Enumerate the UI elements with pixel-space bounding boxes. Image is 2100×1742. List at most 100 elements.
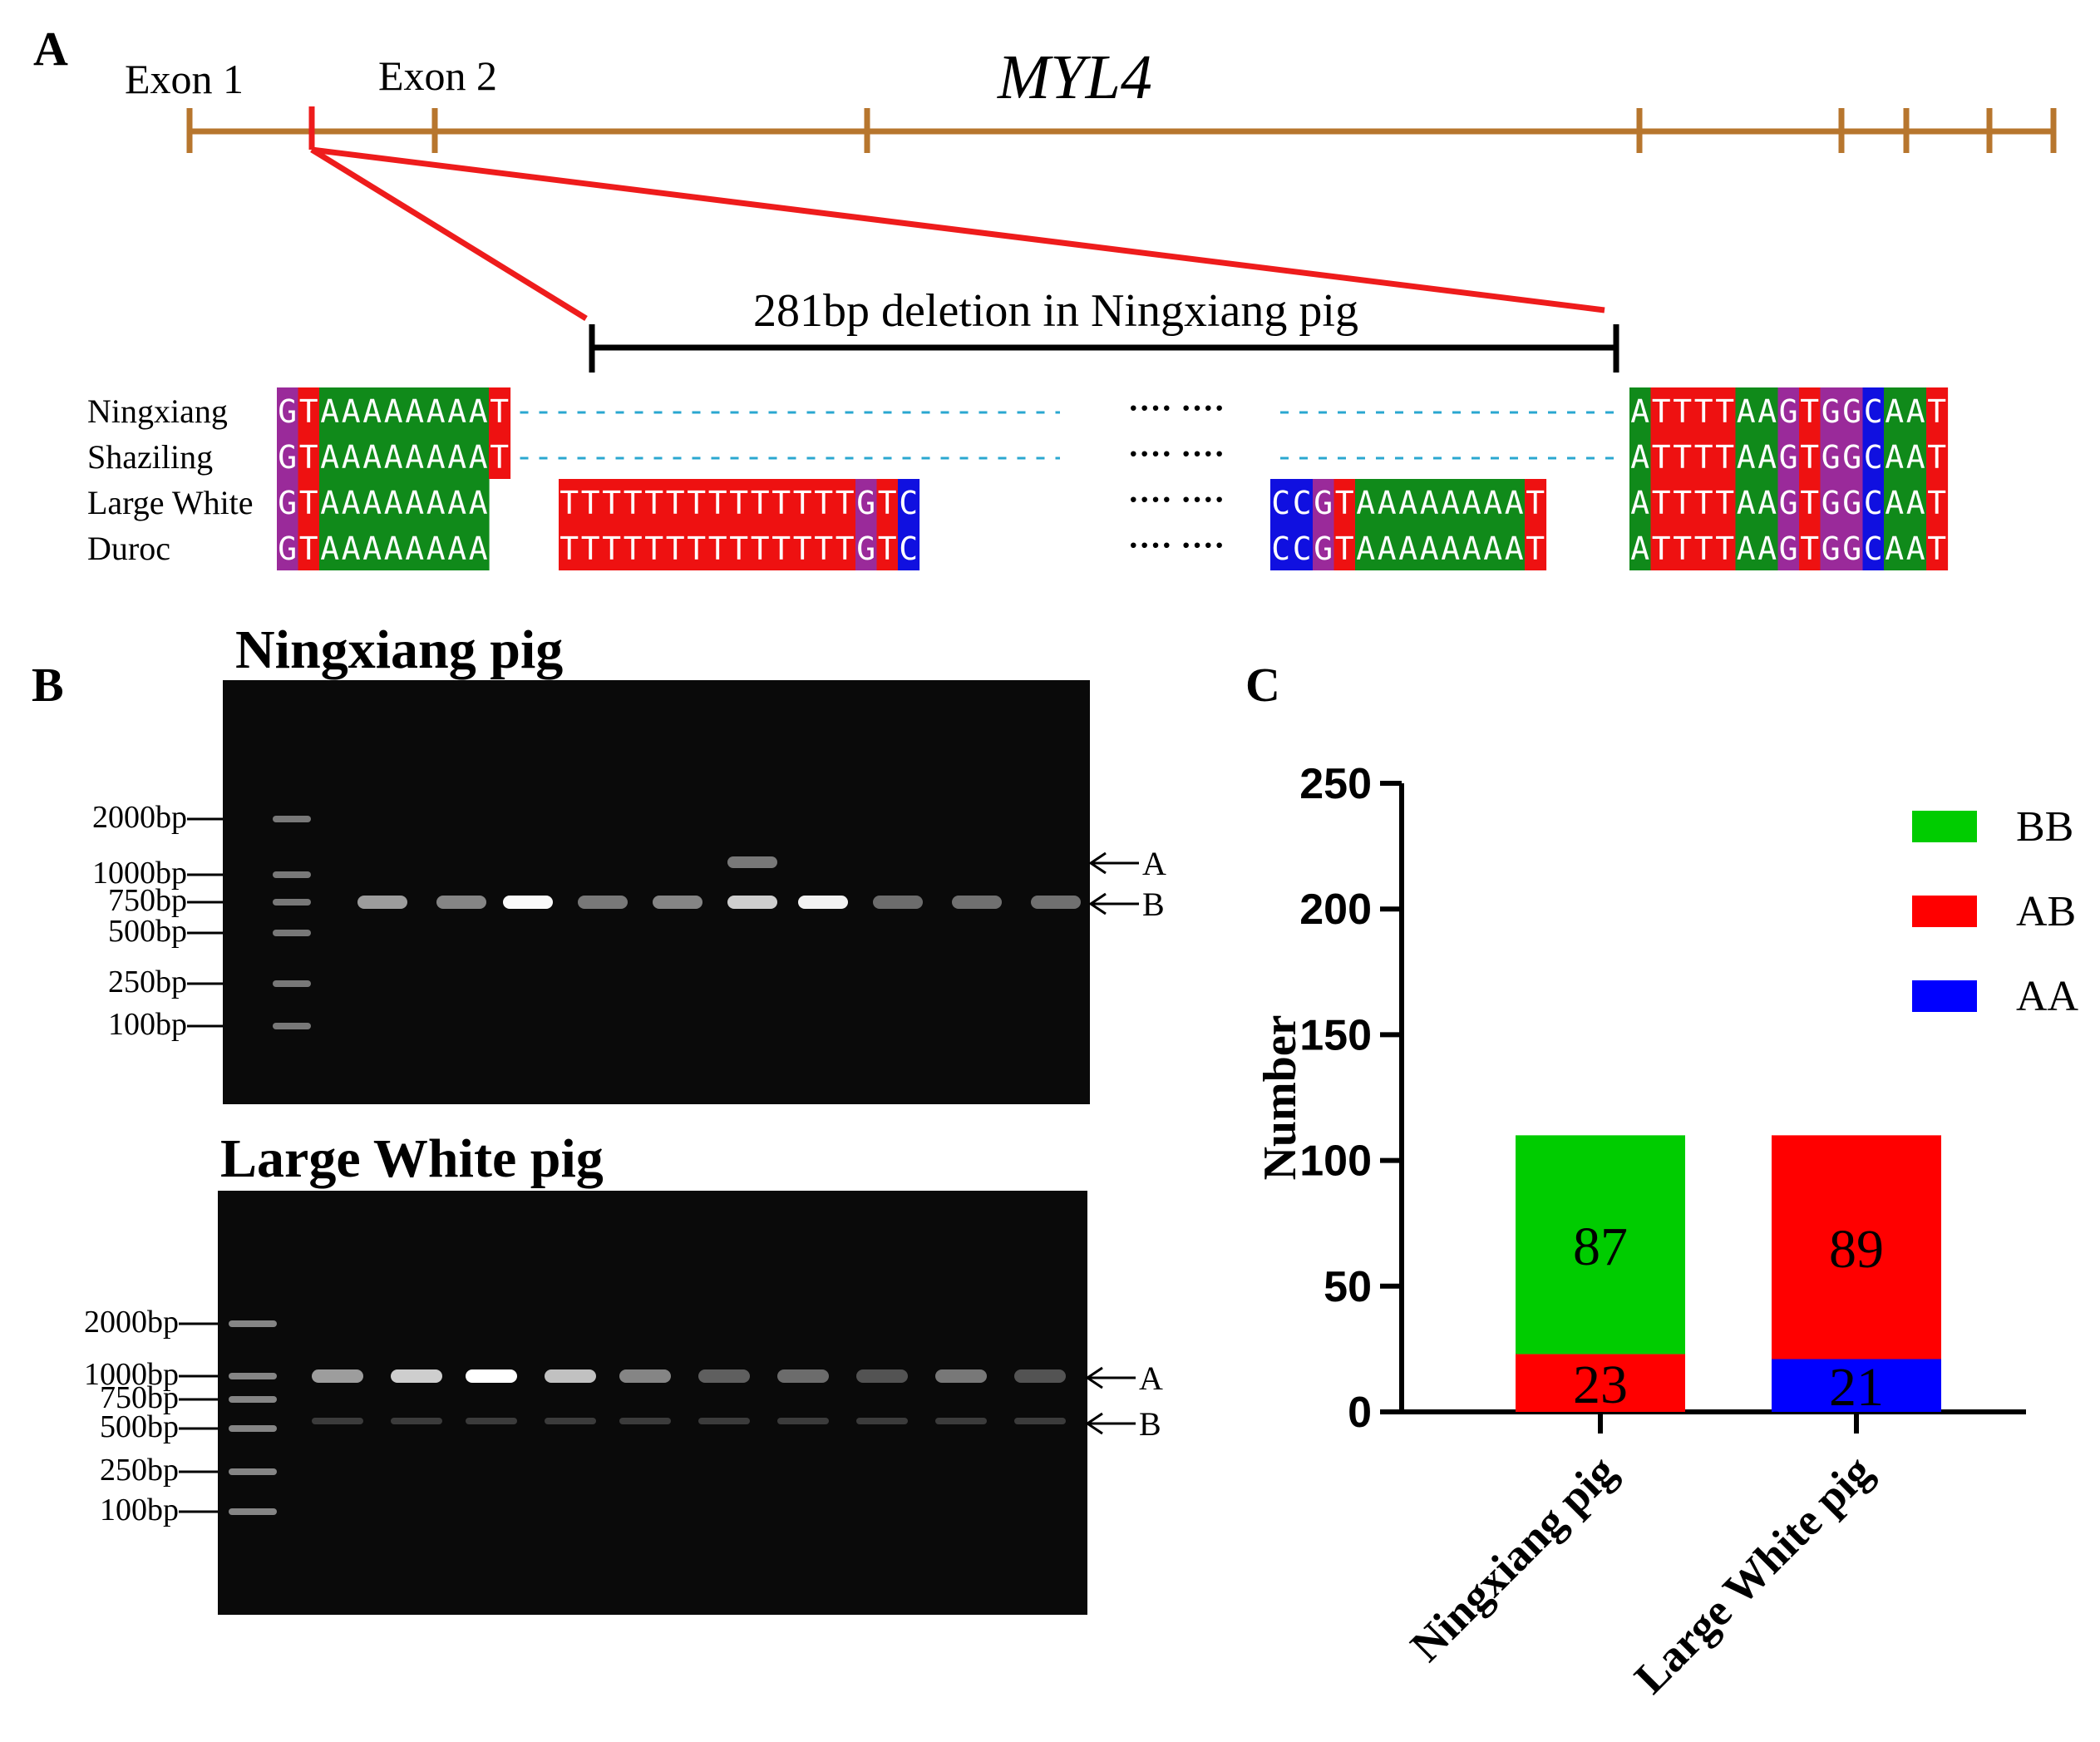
base-letter: A bbox=[342, 485, 361, 521]
base-letter: A bbox=[384, 530, 403, 567]
base-letter: A bbox=[1630, 485, 1649, 521]
panel-c-label: C bbox=[1245, 658, 1280, 712]
base-cell bbox=[1693, 479, 1715, 525]
base-letter: A bbox=[1356, 530, 1375, 567]
base-letter: T bbox=[299, 530, 318, 567]
base-letter: G bbox=[1314, 485, 1333, 521]
base-cell bbox=[1735, 433, 1757, 479]
base-cell bbox=[277, 387, 299, 433]
base-letter: A bbox=[405, 439, 424, 476]
base-cell bbox=[446, 479, 469, 525]
base-cell bbox=[277, 525, 299, 570]
base-letter: A bbox=[1737, 530, 1756, 567]
gel-band bbox=[312, 1369, 363, 1383]
gel-band bbox=[229, 1508, 277, 1515]
gel-band bbox=[229, 1425, 277, 1432]
panel-a-label: A bbox=[33, 22, 68, 76]
alignment-row-name: Duroc bbox=[87, 530, 170, 567]
base-letter: C bbox=[1864, 485, 1883, 521]
base-cell bbox=[1313, 525, 1335, 570]
bar-data-label: 21 bbox=[1829, 1357, 1884, 1418]
bar-segment bbox=[1516, 1135, 1685, 1355]
x-tick-label: Ningxiang pig bbox=[1401, 1446, 1626, 1671]
base-letter: T bbox=[1652, 485, 1671, 521]
base-cell bbox=[1757, 479, 1779, 525]
gel-band bbox=[727, 896, 777, 909]
base-cell bbox=[1735, 387, 1757, 433]
base-cell bbox=[707, 479, 729, 525]
base-letter: A bbox=[1630, 393, 1649, 430]
base-cell bbox=[362, 387, 384, 433]
base-letter: T bbox=[771, 485, 791, 521]
base-cell bbox=[319, 525, 342, 570]
base-cell bbox=[1418, 479, 1441, 525]
base-letter: A bbox=[1505, 485, 1524, 521]
base-cell bbox=[643, 525, 666, 570]
base-cell bbox=[728, 479, 751, 525]
ladder-label: 250bp bbox=[100, 1453, 179, 1488]
base-cell bbox=[298, 479, 320, 525]
base-letter: T bbox=[751, 485, 770, 521]
base-letter: T bbox=[666, 530, 685, 567]
gel-band bbox=[391, 1418, 442, 1424]
base-cell bbox=[1525, 479, 1547, 525]
base-cell bbox=[1905, 525, 1927, 570]
base-letter: G bbox=[1779, 485, 1798, 521]
gel-band bbox=[273, 816, 311, 822]
base-cell bbox=[643, 479, 666, 525]
gel-band bbox=[1031, 896, 1081, 909]
gel-band bbox=[952, 896, 1002, 909]
base-letter: A bbox=[426, 485, 446, 521]
base-letter: T bbox=[1715, 530, 1734, 567]
base-cell bbox=[1735, 479, 1757, 525]
base-letter: A bbox=[405, 393, 424, 430]
base-letter: T bbox=[1652, 393, 1671, 430]
base-cell bbox=[319, 433, 342, 479]
base-cell bbox=[1884, 525, 1906, 570]
base-letter: G bbox=[1842, 530, 1861, 567]
base-cell bbox=[1735, 525, 1757, 570]
gel-band bbox=[273, 899, 311, 906]
base-letter: A bbox=[1398, 485, 1417, 521]
base-letter: A bbox=[1737, 393, 1756, 430]
base-letter: A bbox=[1630, 530, 1649, 567]
alignment-row-name: Ningxiang bbox=[87, 392, 228, 430]
base-cell bbox=[1525, 525, 1547, 570]
base-cell bbox=[579, 479, 602, 525]
base-letter: G bbox=[278, 485, 297, 521]
base-cell bbox=[559, 479, 581, 525]
base-cell bbox=[425, 479, 447, 525]
gel-band bbox=[229, 1320, 277, 1327]
bar-data-label: 23 bbox=[1573, 1355, 1628, 1415]
base-cell bbox=[1926, 525, 1949, 570]
base-cell bbox=[1333, 479, 1356, 525]
base-letter: A bbox=[405, 485, 424, 521]
base-letter: A bbox=[1906, 439, 1925, 476]
base-cell bbox=[382, 525, 405, 570]
legend-label: BB bbox=[2016, 803, 2073, 851]
base-cell bbox=[1482, 479, 1505, 525]
base-letter: A bbox=[469, 485, 488, 521]
base-letter: T bbox=[1526, 530, 1545, 567]
base-letter: A bbox=[1906, 530, 1925, 567]
base-cell bbox=[1693, 525, 1715, 570]
bar-data-label: 87 bbox=[1573, 1216, 1628, 1277]
ladder-labels-gel2: 2000bp 1000bp 750bp 500bp 250bp 100bp bbox=[84, 1305, 179, 1527]
base-letter: T bbox=[1673, 439, 1692, 476]
base-letter: A bbox=[1483, 485, 1502, 521]
base-letter: C bbox=[1271, 530, 1290, 567]
sequence-ellipsis: ···· ···· bbox=[1128, 389, 1225, 427]
base-cell bbox=[1820, 433, 1842, 479]
base-cell bbox=[579, 525, 602, 570]
base-cell bbox=[1461, 525, 1483, 570]
y-tick-label: 200 bbox=[1299, 886, 1372, 934]
gel-band bbox=[935, 1369, 987, 1383]
base-cell bbox=[1820, 387, 1842, 433]
deletion-bracket bbox=[589, 324, 1619, 373]
base-cell bbox=[1693, 387, 1715, 433]
base-letter: T bbox=[1927, 530, 1946, 567]
base-cell bbox=[1884, 479, 1906, 525]
